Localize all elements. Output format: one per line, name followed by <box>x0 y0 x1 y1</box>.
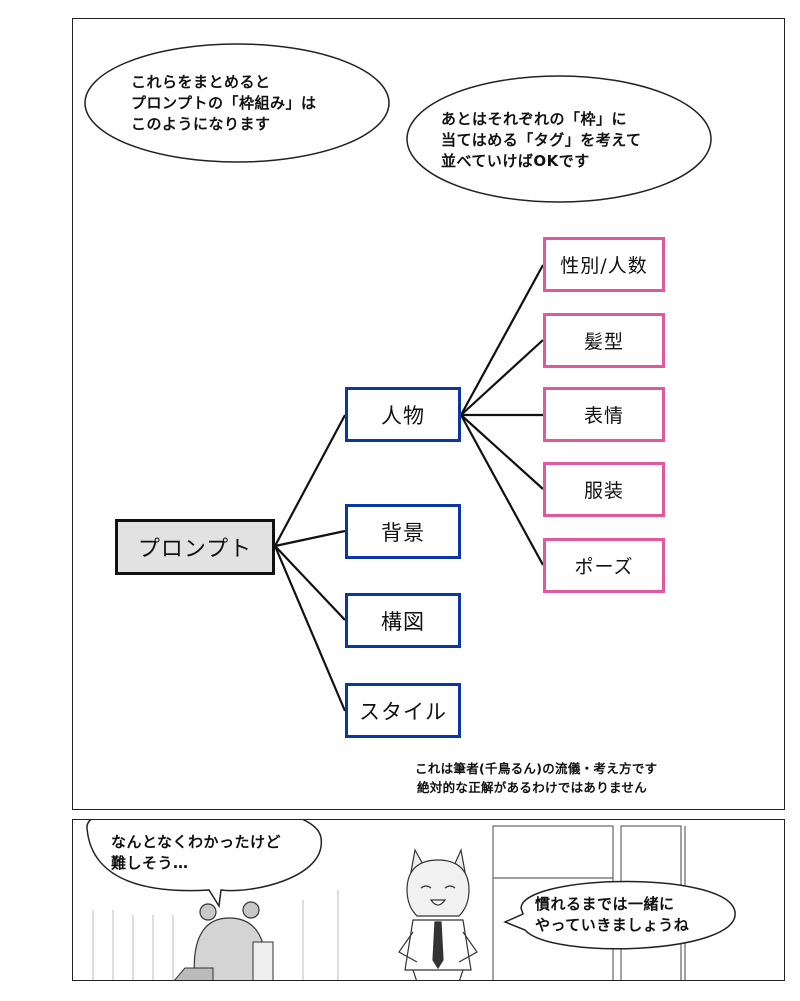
node-label: 人物 <box>381 403 425 428</box>
node-label: 性別/人数 <box>560 255 648 277</box>
diagram-connectors <box>273 264 544 712</box>
connector-line <box>460 339 544 416</box>
disclaimer-note: これは筆者(千鳥るん)の流儀・考え方です 絶対的な正解があるわけではありません <box>415 759 657 797</box>
speech-bubble-text: なんとなくわかったけど 難しそう… <box>111 832 281 874</box>
speech-bubble-shape <box>503 880 736 950</box>
node-tag-pose: ポーズ <box>543 538 665 593</box>
node-category-background: 背景 <box>345 504 461 559</box>
node-label: ポーズ <box>574 556 634 578</box>
speech-line: これらをまとめると <box>131 73 271 91</box>
node-category-person: 人物 <box>345 387 461 442</box>
manga-panel-bottom: なんとなくわかったけど 難しそう… 慣れるまでは一緒に やっていきましょうね <box>72 819 785 981</box>
connector-line <box>460 414 544 566</box>
node-tag-hairstyle: 髪型 <box>543 313 665 368</box>
node-label: プロンプト <box>137 537 253 562</box>
speech-line: プロンプトの「枠組み」は <box>131 94 317 112</box>
node-label: 髪型 <box>583 331 624 353</box>
speech-bubble-text: 慣れるまでは一緒に やっていきましょうね <box>535 894 689 936</box>
speech-bubble-encourage: 慣れるまでは一緒に やっていきましょうね <box>491 868 741 962</box>
speech-bubble-shape <box>406 75 712 203</box>
connector-line <box>274 529 346 548</box>
speech-bubble-shape <box>86 820 322 909</box>
standing-girl-illustration <box>398 847 478 980</box>
note-line: これは筆者(千鳥るん)の流儀・考え方です <box>415 761 658 776</box>
connector-line <box>273 545 347 712</box>
speech-line: 並べていけばOKです <box>441 152 590 170</box>
speech-bubble-summary: これらをまとめると プロンプトの「枠組み」は このようになります <box>81 41 393 165</box>
speech-bubble-worried: なんとなくわかったけど 難しそう… <box>73 820 331 916</box>
node-root-prompt: プロンプト <box>115 519 275 575</box>
node-category-style: スタイル <box>345 683 461 738</box>
node-tag-clothing: 服装 <box>543 462 665 517</box>
speech-bubble-text: これらをまとめると プロンプトの「枠組み」は このようになります <box>131 72 317 135</box>
speech-line: 当てはめる「タグ」を考えて <box>441 131 642 149</box>
node-tag-gender-count: 性別/人数 <box>543 237 665 292</box>
connector-line <box>460 264 544 416</box>
node-tag-expression: 表情 <box>543 387 665 442</box>
speech-bubble-text: あとはそれぞれの「枠」に 当てはめる「タグ」を考えて 並べていけばOKです <box>441 109 641 172</box>
speech-line: なんとなくわかったけど <box>111 833 282 851</box>
speech-bubble-instructions: あとはそれぞれの「枠」に 当てはめる「タグ」を考えて 並べていけばOKです <box>403 73 715 205</box>
speech-line: 慣れるまでは一緒に <box>535 895 675 913</box>
node-category-composition: 構図 <box>345 593 461 648</box>
node-label: 背景 <box>381 520 425 545</box>
seated-girl-illustration <box>174 901 274 980</box>
node-label: 表情 <box>583 405 624 427</box>
node-label: スタイル <box>359 699 447 724</box>
note-line: 絶対的な正解があるわけではありません <box>417 780 648 795</box>
speech-line: 難しそう… <box>111 854 189 872</box>
manga-panel-top: これらをまとめると プロンプトの「枠組み」は このようになります あとはそれぞれ… <box>72 18 785 810</box>
speech-bubble-shape <box>84 43 390 163</box>
node-label: 服装 <box>583 480 624 502</box>
speech-line: やっていきましょうね <box>535 916 690 934</box>
connector-line <box>274 414 346 547</box>
connector-line <box>274 545 346 621</box>
speech-line: このようになります <box>131 115 271 133</box>
speech-line: あとはそれぞれの「枠」に <box>441 110 628 128</box>
connector-line <box>460 414 544 490</box>
scene-illustration <box>92 825 686 980</box>
node-label: 構図 <box>381 609 425 634</box>
